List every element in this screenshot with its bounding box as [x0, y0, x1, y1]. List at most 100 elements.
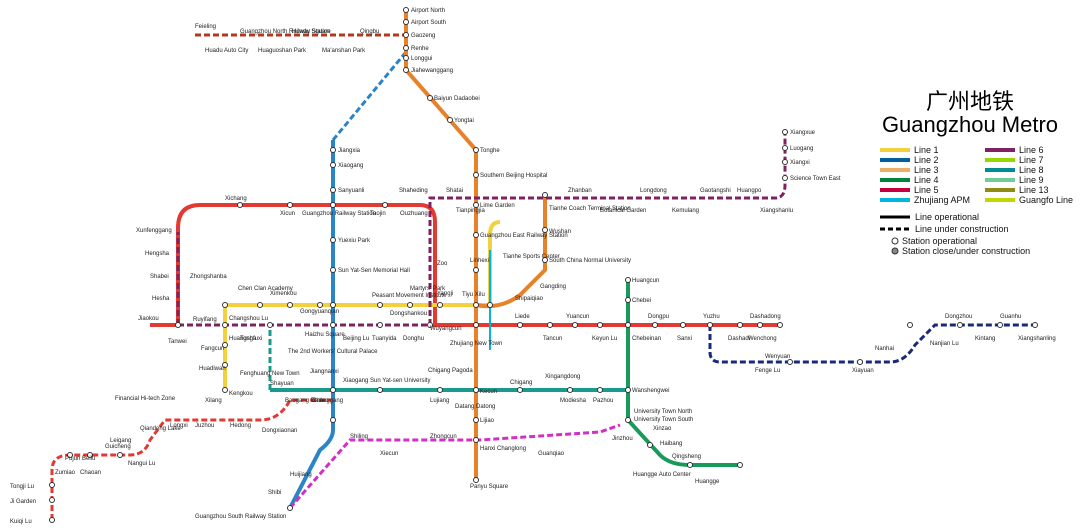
station-keyun-lu[interactable]: Keyun Lu — [592, 336, 617, 342]
station-dashadong[interactable]: Dashadong — [750, 314, 781, 320]
station-jiahewanggang[interactable]: Jiahewanggang — [411, 68, 453, 74]
station-ruyifang[interactable]: Ruyifang — [193, 317, 217, 323]
station-sun-yat-sen-univ[interactable]: Sun Yat-sen University — [370, 378, 430, 384]
station-south-railway[interactable]: Guangzhou South Railway Station — [195, 514, 286, 520]
station-hesha[interactable]: Hesha — [152, 296, 170, 302]
station-qingbu[interactable]: Qingbu — [360, 29, 379, 35]
station-dongzhou[interactable]: Dongzhou — [945, 314, 972, 320]
station-xunfenggang[interactable]: Xunfenggang — [136, 228, 172, 234]
station-guanqiao[interactable]: Guanqiao — [538, 451, 565, 457]
station-guicheng[interactable]: Guicheng — [105, 444, 131, 450]
station-hedong[interactable]: Hedong — [230, 423, 251, 429]
station-zoo[interactable]: Zoo — [437, 261, 448, 267]
station-scnu[interactable]: South China Normal University — [549, 258, 631, 264]
station-wuyangcun[interactable]: Wuyangcun — [430, 326, 462, 332]
station-beijing-lu[interactable]: Beijing Lu — [343, 336, 369, 342]
station-tuanyida[interactable]: Tuanyida — [372, 336, 397, 342]
station-tiyu-xilu[interactable]: Tiyu Xilu — [462, 292, 485, 298]
station-xiecun[interactable]: Xiecun — [380, 451, 398, 457]
station-jiaokou[interactable]: Jiaokou — [138, 316, 159, 322]
station-kuiqi-lu[interactable]: Kuiqi Lu — [10, 519, 32, 525]
station-dongpu[interactable]: Dongpu — [648, 314, 669, 320]
station-pazhou[interactable]: Pazhou — [593, 398, 613, 404]
station-railway[interactable]: Guangzhou Railway Station — [302, 211, 376, 217]
station-hengsha[interactable]: Hengsha — [145, 251, 170, 257]
station-tancun[interactable]: Tancun — [543, 336, 562, 342]
station-gaozeng[interactable]: Gaozeng — [411, 33, 435, 39]
station-university-town-north[interactable]: University Town North — [634, 409, 692, 415]
station-workers-palace[interactable]: The 2nd Workers' Cultural Palace — [288, 349, 378, 355]
station-longdong[interactable]: Longdong — [640, 188, 667, 194]
station-feieling[interactable]: Feieling — [195, 24, 216, 30]
station-chebei[interactable]: Chebei — [632, 298, 651, 304]
station-zhongshanba[interactable]: Zhongshanba — [190, 274, 227, 280]
station-shitou[interactable]: Jinzhou — [612, 436, 633, 442]
station-zhujiang-new-town[interactable]: Zhujiang New Town — [450, 341, 502, 347]
station-nanjian[interactable]: Nanjian Lu — [930, 341, 959, 347]
station-airport-north[interactable]: Airport North — [411, 8, 445, 14]
station-gaotang[interactable]: Gaotangshi — [700, 188, 731, 194]
station-ji-garden[interactable]: Ji Garden — [10, 499, 36, 505]
station-dongxiao[interactable]: Dongxiaonan — [262, 428, 297, 434]
station-kecun[interactable]: Kecun — [480, 389, 497, 395]
station-xiaogang[interactable]: Xiaogang — [338, 163, 363, 169]
station-kengkou[interactable]: Kengkou — [229, 391, 253, 397]
station-tanwei[interactable]: Tanwei — [168, 339, 187, 345]
station-peasant[interactable]: Peasant Movement Institute — [372, 293, 447, 299]
station-wanshengwei[interactable]: Wanshengwei — [632, 388, 669, 394]
station-wushan[interactable]: Wushan — [549, 229, 571, 235]
station-fenghuang[interactable]: Fenghuang New Town — [240, 371, 300, 377]
station-hanxi[interactable]: Hanxi Changlong — [480, 446, 526, 452]
station-xiangxi[interactable]: Xiangxi — [790, 160, 810, 166]
station-kintang[interactable]: Kintang — [975, 336, 995, 342]
station-qingsheng[interactable]: Qingsheng — [672, 454, 701, 460]
station-modiesha[interactable]: Modiesha — [560, 398, 587, 404]
station-nangui-lu[interactable]: Nangui Lu — [128, 461, 155, 467]
station-xingangdong[interactable]: Xingangdong — [545, 374, 580, 380]
station-shipaiqiao[interactable]: Shipaiqiao — [515, 296, 544, 302]
station-maanshan[interactable]: Ma'anshan Park — [322, 48, 366, 54]
station-southern-beijing-hospital[interactable]: Southern Beijing Hospital — [480, 173, 547, 179]
station-juzhou[interactable]: Juzhou — [195, 423, 214, 429]
station-linhexi[interactable]: Linhexi — [470, 258, 489, 264]
station-taojin[interactable]: Taojin — [370, 211, 386, 217]
station-longxi[interactable]: Longxi — [170, 423, 188, 429]
station-haizhu-square[interactable]: Haizhu Square — [305, 332, 345, 338]
station-kemulang[interactable]: Kemulang — [672, 208, 699, 214]
station-huangcun[interactable]: Huangcun — [632, 278, 659, 284]
station-tongfuxi[interactable]: Tongfuxi — [240, 336, 262, 342]
station-huangpo[interactable]: Huangpo — [737, 188, 762, 194]
station-changshou-lu[interactable]: Changshou Lu — [229, 316, 268, 322]
station-liede[interactable]: Liede — [515, 314, 530, 320]
station-huangge[interactable]: Huangge — [695, 479, 720, 485]
station-jiangxia[interactable]: Jiangxia — [338, 148, 361, 154]
station-dashadi[interactable]: Dashadi — [728, 336, 750, 342]
station-shayuan[interactable]: Shayuan — [270, 381, 294, 387]
station-chigang-pagoda[interactable]: Chigang Pagoda — [428, 368, 473, 374]
station-panyu-square[interactable]: Panyu Square — [470, 484, 509, 490]
station-airport-south[interactable]: Airport South — [411, 20, 446, 26]
station-xiayuan[interactable]: Xiayuan — [852, 368, 874, 374]
station-chebeinan[interactable]: Chebeinan — [632, 336, 661, 342]
station-zhongcun[interactable]: Zhongcun — [430, 434, 457, 440]
station-shibi[interactable]: Shibi — [268, 490, 281, 496]
station-tianhe-sports[interactable]: Tianhe Sports Center — [503, 254, 560, 260]
station-lijiao[interactable]: Lijiao — [480, 418, 495, 424]
station-lujiang[interactable]: Lujiang — [430, 398, 449, 404]
station-science-town[interactable]: Science Town East — [790, 176, 841, 182]
station-chigang[interactable]: Chigang — [510, 380, 532, 386]
station-shabei[interactable]: Shabei — [150, 274, 169, 280]
station-zhanban[interactable]: Zhanban — [568, 188, 592, 194]
station-guanhu[interactable]: Guanhu — [1000, 314, 1021, 320]
station-yuexiu-park[interactable]: Yuexiu Park — [338, 238, 371, 244]
station-donghu[interactable]: Donghu — [403, 336, 424, 342]
station-sanxi[interactable]: Sanxi — [677, 336, 692, 342]
station-xinzao[interactable]: Xinzao — [653, 426, 672, 432]
station-shaheding[interactable]: Shaheding — [399, 188, 428, 194]
station-chaoan[interactable]: Chaoan — [80, 470, 101, 476]
station-datang[interactable]: Datang Datong — [455, 404, 495, 410]
station-huangge-auto[interactable]: Huangge Auto Center — [633, 472, 691, 478]
station-luogang[interactable]: Luogang — [790, 146, 813, 152]
station-wenchong[interactable]: Wenchong — [748, 336, 777, 342]
station-tonghe[interactable]: Tonghe — [480, 148, 500, 154]
